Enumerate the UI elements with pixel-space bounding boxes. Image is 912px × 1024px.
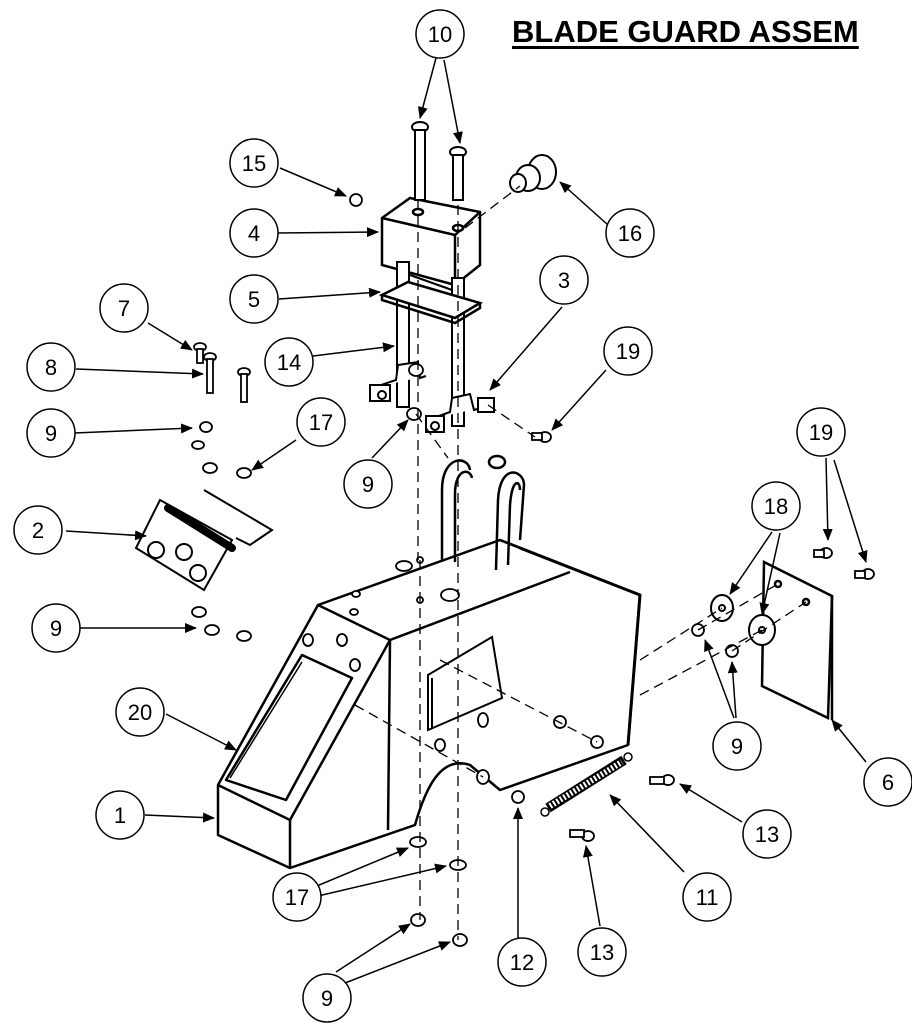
callout-label: 10 [428, 22, 452, 47]
callout-c9a: 9 [26, 408, 76, 458]
callout-label: 17 [285, 885, 309, 910]
callout-label: 9 [45, 421, 57, 446]
callout-label: 1 [114, 803, 126, 828]
callout-c9c: 9 [31, 603, 81, 653]
brackets [369, 360, 495, 433]
callout-balloons: 10 15 4 16 5 3 7 14 19 8 9 17 19 9 18 2 9 20 9 6 1 13 17 11 12 13… [13, 9, 912, 1023]
callout-label: 7 [118, 296, 130, 321]
callout-label: 11 [696, 885, 719, 910]
callout-label: 17 [309, 410, 333, 435]
callout-circle [415, 9, 465, 59]
callout-label: 9 [50, 616, 62, 641]
callout-c1: 1 [95, 790, 145, 840]
spring [540, 752, 633, 817]
callout-circle [751, 481, 801, 531]
callout-circle [99, 283, 149, 333]
assembly-lines [354, 185, 807, 940]
callout-circle [296, 397, 346, 447]
callout-label: 19 [616, 339, 640, 364]
leader-lines [65, 57, 868, 986]
callout-circle [539, 255, 589, 305]
hinge [134, 489, 274, 592]
callout-c9e: 9 [302, 973, 352, 1023]
callout-c13a: 13 [742, 809, 792, 859]
callout-c14: 14 [264, 337, 314, 387]
callout-circle [95, 790, 145, 840]
callout-label: 5 [248, 287, 260, 312]
callout-label: 9 [362, 472, 374, 497]
callout-circle [497, 937, 547, 987]
callout-circle [577, 927, 627, 977]
callout-label: 6 [882, 770, 894, 795]
callout-c7: 7 [99, 283, 149, 333]
callout-circle [603, 326, 653, 376]
callout-c3: 3 [539, 255, 589, 305]
callout-c5: 5 [229, 274, 279, 324]
callout-circle [26, 408, 76, 458]
callout-circle [26, 342, 76, 392]
callout-c11: 11 [682, 872, 732, 922]
callout-c9d: 9 [712, 721, 762, 771]
housing-holes [302, 556, 490, 785]
callout-label: 2 [32, 518, 44, 543]
callout-circle [229, 138, 279, 188]
callout-label: 12 [510, 950, 534, 975]
callout-c6: 6 [863, 757, 912, 807]
callout-label: 14 [277, 350, 301, 375]
callout-circle [229, 274, 279, 324]
small-hardware [191, 193, 875, 947]
callout-c16: 16 [605, 208, 655, 258]
callout-label: 9 [321, 986, 333, 1011]
callout-circle [343, 459, 393, 509]
callout-c9b: 9 [343, 459, 393, 509]
handle [440, 454, 526, 571]
callout-c2: 2 [13, 505, 63, 555]
back-plate [760, 559, 834, 720]
callout-circle [272, 872, 322, 922]
knob [509, 154, 557, 193]
plate [378, 280, 484, 325]
callout-c17b: 17 [272, 872, 322, 922]
callout-circle [796, 407, 846, 457]
callout-label: 13 [590, 940, 614, 965]
inner-window-plate [427, 635, 504, 732]
diagram-title: BLADE GUARD ASSEM [512, 14, 859, 49]
callout-label: 20 [128, 700, 152, 725]
callout-label: 8 [45, 355, 57, 380]
callout-label: 19 [809, 420, 833, 445]
callout-c15: 15 [229, 138, 279, 188]
callout-circle [229, 208, 279, 258]
callout-label: 18 [764, 494, 788, 519]
bolts [411, 121, 467, 201]
callout-c18: 18 [751, 481, 801, 531]
callout-label: 3 [558, 268, 570, 293]
large-washers [710, 594, 776, 646]
callout-c4: 4 [229, 208, 279, 258]
callout-label: 4 [248, 221, 260, 246]
callout-c13b: 13 [577, 927, 627, 977]
callout-circle [264, 337, 314, 387]
callout-circle [605, 208, 655, 258]
callout-label: 9 [731, 734, 743, 759]
callout-label: 15 [242, 151, 266, 176]
callout-circle [115, 687, 165, 737]
callout-circle [682, 872, 732, 922]
callout-label: 16 [618, 221, 642, 246]
callout-c17a: 17 [296, 397, 346, 447]
callout-c12: 12 [497, 937, 547, 987]
callout-label: 13 [755, 822, 779, 847]
callout-circle [13, 505, 63, 555]
callout-c20: 20 [115, 687, 165, 737]
callout-circle [31, 603, 81, 653]
callout-circle [712, 721, 762, 771]
callout-circle [302, 973, 352, 1023]
callout-c19a: 19 [603, 326, 653, 376]
callout-c8: 8 [26, 342, 76, 392]
callout-circle [863, 757, 912, 807]
callout-circle [742, 809, 792, 859]
callout-c10: 10 [415, 9, 465, 59]
callout-c19b: 19 [796, 407, 846, 457]
